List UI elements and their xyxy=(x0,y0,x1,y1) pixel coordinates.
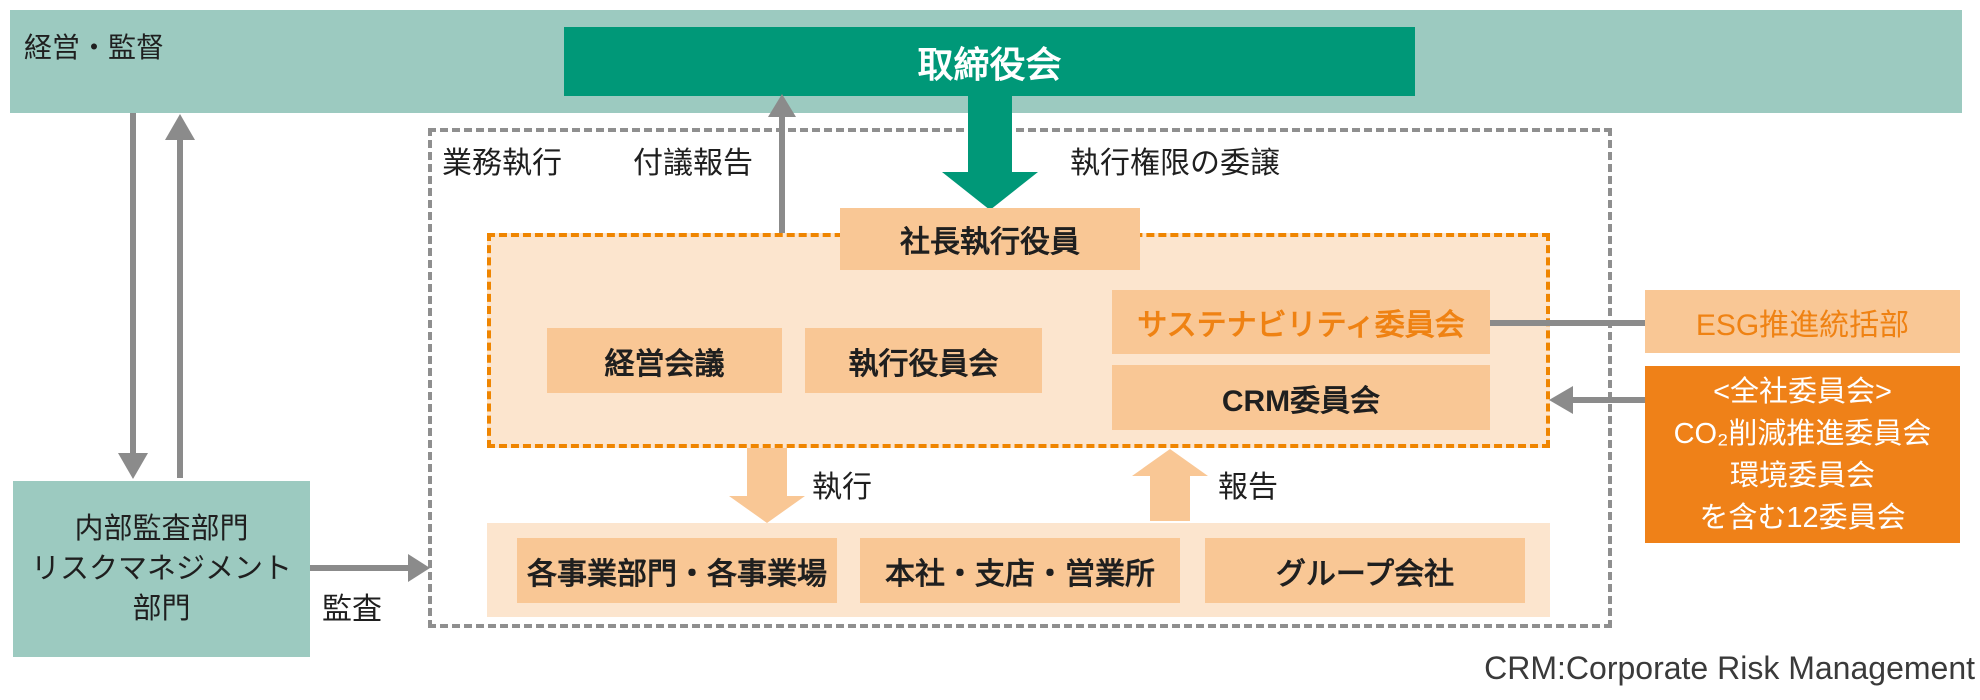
report-arrow-head xyxy=(1132,449,1208,476)
headquarters-branches-label: 本社・支店・営業所 xyxy=(885,557,1155,591)
execute-arrow-head xyxy=(729,496,805,523)
company-committees-line: <全社委員会> xyxy=(1713,375,1892,408)
group-companies-box: グループ会社 xyxy=(1205,538,1525,603)
company-committees-box: <全社委員会> CO₂削減推進委員会 環境委員会 を含む12委員会 xyxy=(1645,366,1960,543)
executive-officers-label: 執行役員会 xyxy=(848,347,999,381)
business-divisions-box: 各事業部門・各事業場 xyxy=(517,538,837,603)
company-committees-line: を含む12委員会 xyxy=(1699,501,1906,534)
crm-committee-box: CRM委員会 xyxy=(1112,365,1490,430)
delegation-label: 執行権限の委譲 xyxy=(1070,147,1280,180)
execution-zone-label: 業務執行 xyxy=(442,147,562,180)
esg-promotion-dept-label: ESG推進統括部 xyxy=(1695,308,1910,342)
supervision-down-arrow-head xyxy=(118,453,148,479)
company-committees-line: CO₂削減推進委員会 xyxy=(1673,417,1932,450)
esg-promotion-dept-box: ESG推進統括部 xyxy=(1645,290,1960,353)
committees-to-crm-arrow-shaft xyxy=(1572,397,1645,403)
president-executive-officer-label: 社長執行役員 xyxy=(900,226,1080,259)
execute-label: 執行 xyxy=(812,471,872,504)
referral-report-arrow-shaft xyxy=(779,115,785,233)
audit-arrow-head xyxy=(408,554,430,582)
internal-audit-dept-line: 内部監査部門 xyxy=(74,513,249,545)
company-committees-line: 環境委員会 xyxy=(1729,459,1875,492)
management-meeting-label: 経営会議 xyxy=(604,347,725,381)
management-meeting-box: 経営会議 xyxy=(547,328,782,393)
board-of-directors-label: 取締役会 xyxy=(917,43,1062,85)
crm-committee-label: CRM委員会 xyxy=(1221,384,1381,418)
internal-audit-dept-line: リスクマネジメント xyxy=(30,553,292,585)
committees-to-crm-arrow-head xyxy=(1549,386,1573,414)
delegation-arrow-head xyxy=(942,172,1038,210)
executive-officers-box: 執行役員会 xyxy=(805,328,1042,393)
group-companies-label: グループ会社 xyxy=(1275,557,1455,591)
sustainability-committee-label: サステナビリティ委員会 xyxy=(1137,309,1465,342)
supervision-down-arrow-shaft xyxy=(130,113,136,454)
report-label: 報告 xyxy=(1218,471,1278,504)
referral-report-label: 付議報告 xyxy=(633,147,753,180)
management-supervision-label: 経営・監督 xyxy=(24,32,165,63)
execute-arrow-shaft xyxy=(747,448,787,498)
report-arrow-shaft xyxy=(1150,474,1190,521)
audit-label: 監査 xyxy=(322,593,382,626)
supervision-up-arrow-head xyxy=(165,114,195,140)
internal-audit-dept-box: 内部監査部門 リスクマネジメント 部門 xyxy=(13,481,310,657)
board-of-directors-box: 取締役会 xyxy=(564,27,1415,96)
supervision-up-arrow-shaft xyxy=(177,138,183,478)
audit-arrow-shaft xyxy=(310,565,410,571)
internal-audit-dept-line: 部門 xyxy=(132,593,191,625)
referral-report-arrow-head xyxy=(768,94,796,117)
crm-footnote: CRM:Corporate Risk Management xyxy=(1484,650,1975,686)
delegation-arrow-shaft xyxy=(968,96,1012,174)
business-divisions-label: 各事業部門・各事業場 xyxy=(527,557,827,591)
president-executive-officer-box: 社長執行役員 xyxy=(840,208,1140,270)
sustainability-esg-connector xyxy=(1490,320,1645,326)
sustainability-committee-box: サステナビリティ委員会 xyxy=(1112,290,1490,354)
headquarters-branches-box: 本社・支店・営業所 xyxy=(860,538,1180,603)
execution-area-dashed-border xyxy=(428,128,1612,628)
